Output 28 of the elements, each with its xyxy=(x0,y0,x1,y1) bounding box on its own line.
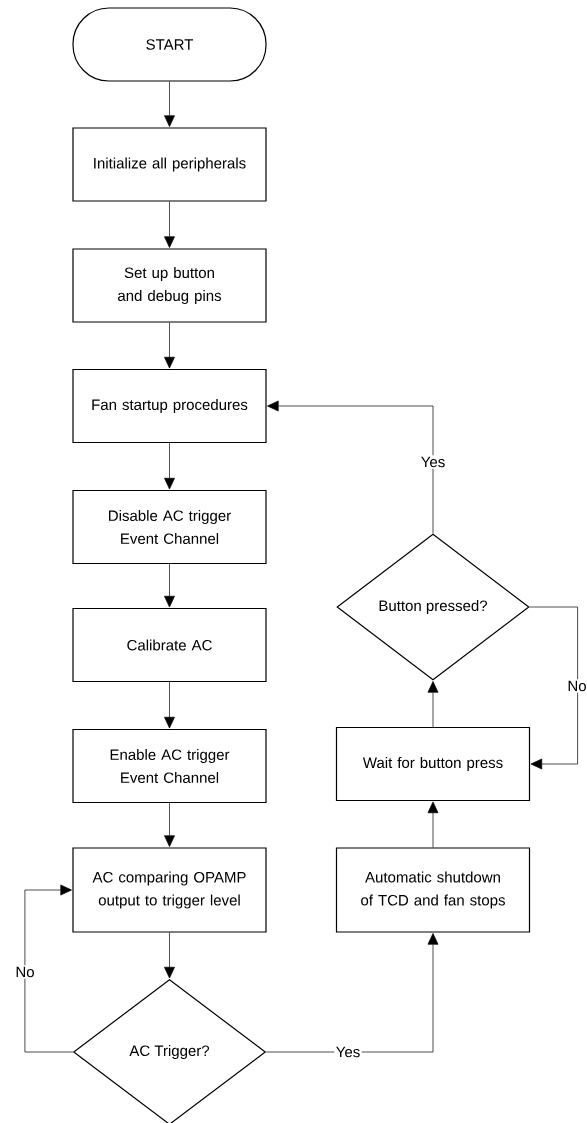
arrow xyxy=(265,933,439,1053)
process-box: Disable AC trigger Event Channel xyxy=(72,489,267,565)
process-box: Enable AC trigger Event Channel xyxy=(72,728,267,804)
process-box: Calibrate AC xyxy=(72,607,267,683)
arrow xyxy=(164,201,175,248)
process-box: AC comparing OPAMP output to trigger level xyxy=(72,847,267,933)
arrow xyxy=(164,442,175,490)
edge-label: No xyxy=(565,679,587,693)
arrow xyxy=(427,801,439,848)
arrow xyxy=(529,606,578,770)
arrow xyxy=(164,932,175,979)
edge-label: Yes xyxy=(334,1045,362,1059)
arrow xyxy=(164,322,175,369)
edge-label: Yes xyxy=(419,455,447,469)
start-terminal: START xyxy=(72,7,267,82)
arrow xyxy=(427,681,439,728)
process-box: Automatic shutdown of TCD and fan stops xyxy=(335,847,531,933)
edge-label: No xyxy=(13,965,37,979)
arrow xyxy=(164,81,175,127)
arrow xyxy=(164,563,175,608)
process-box: Initialize all peripherals xyxy=(72,127,267,202)
arrow xyxy=(24,884,74,1053)
process-box: Wait for button press xyxy=(335,726,531,802)
arrow xyxy=(267,400,434,534)
process-box: Set up button and debug pins xyxy=(72,248,267,323)
process-box: Fan startup procedures xyxy=(72,368,267,444)
arrow xyxy=(164,802,175,847)
arrow xyxy=(164,681,175,729)
